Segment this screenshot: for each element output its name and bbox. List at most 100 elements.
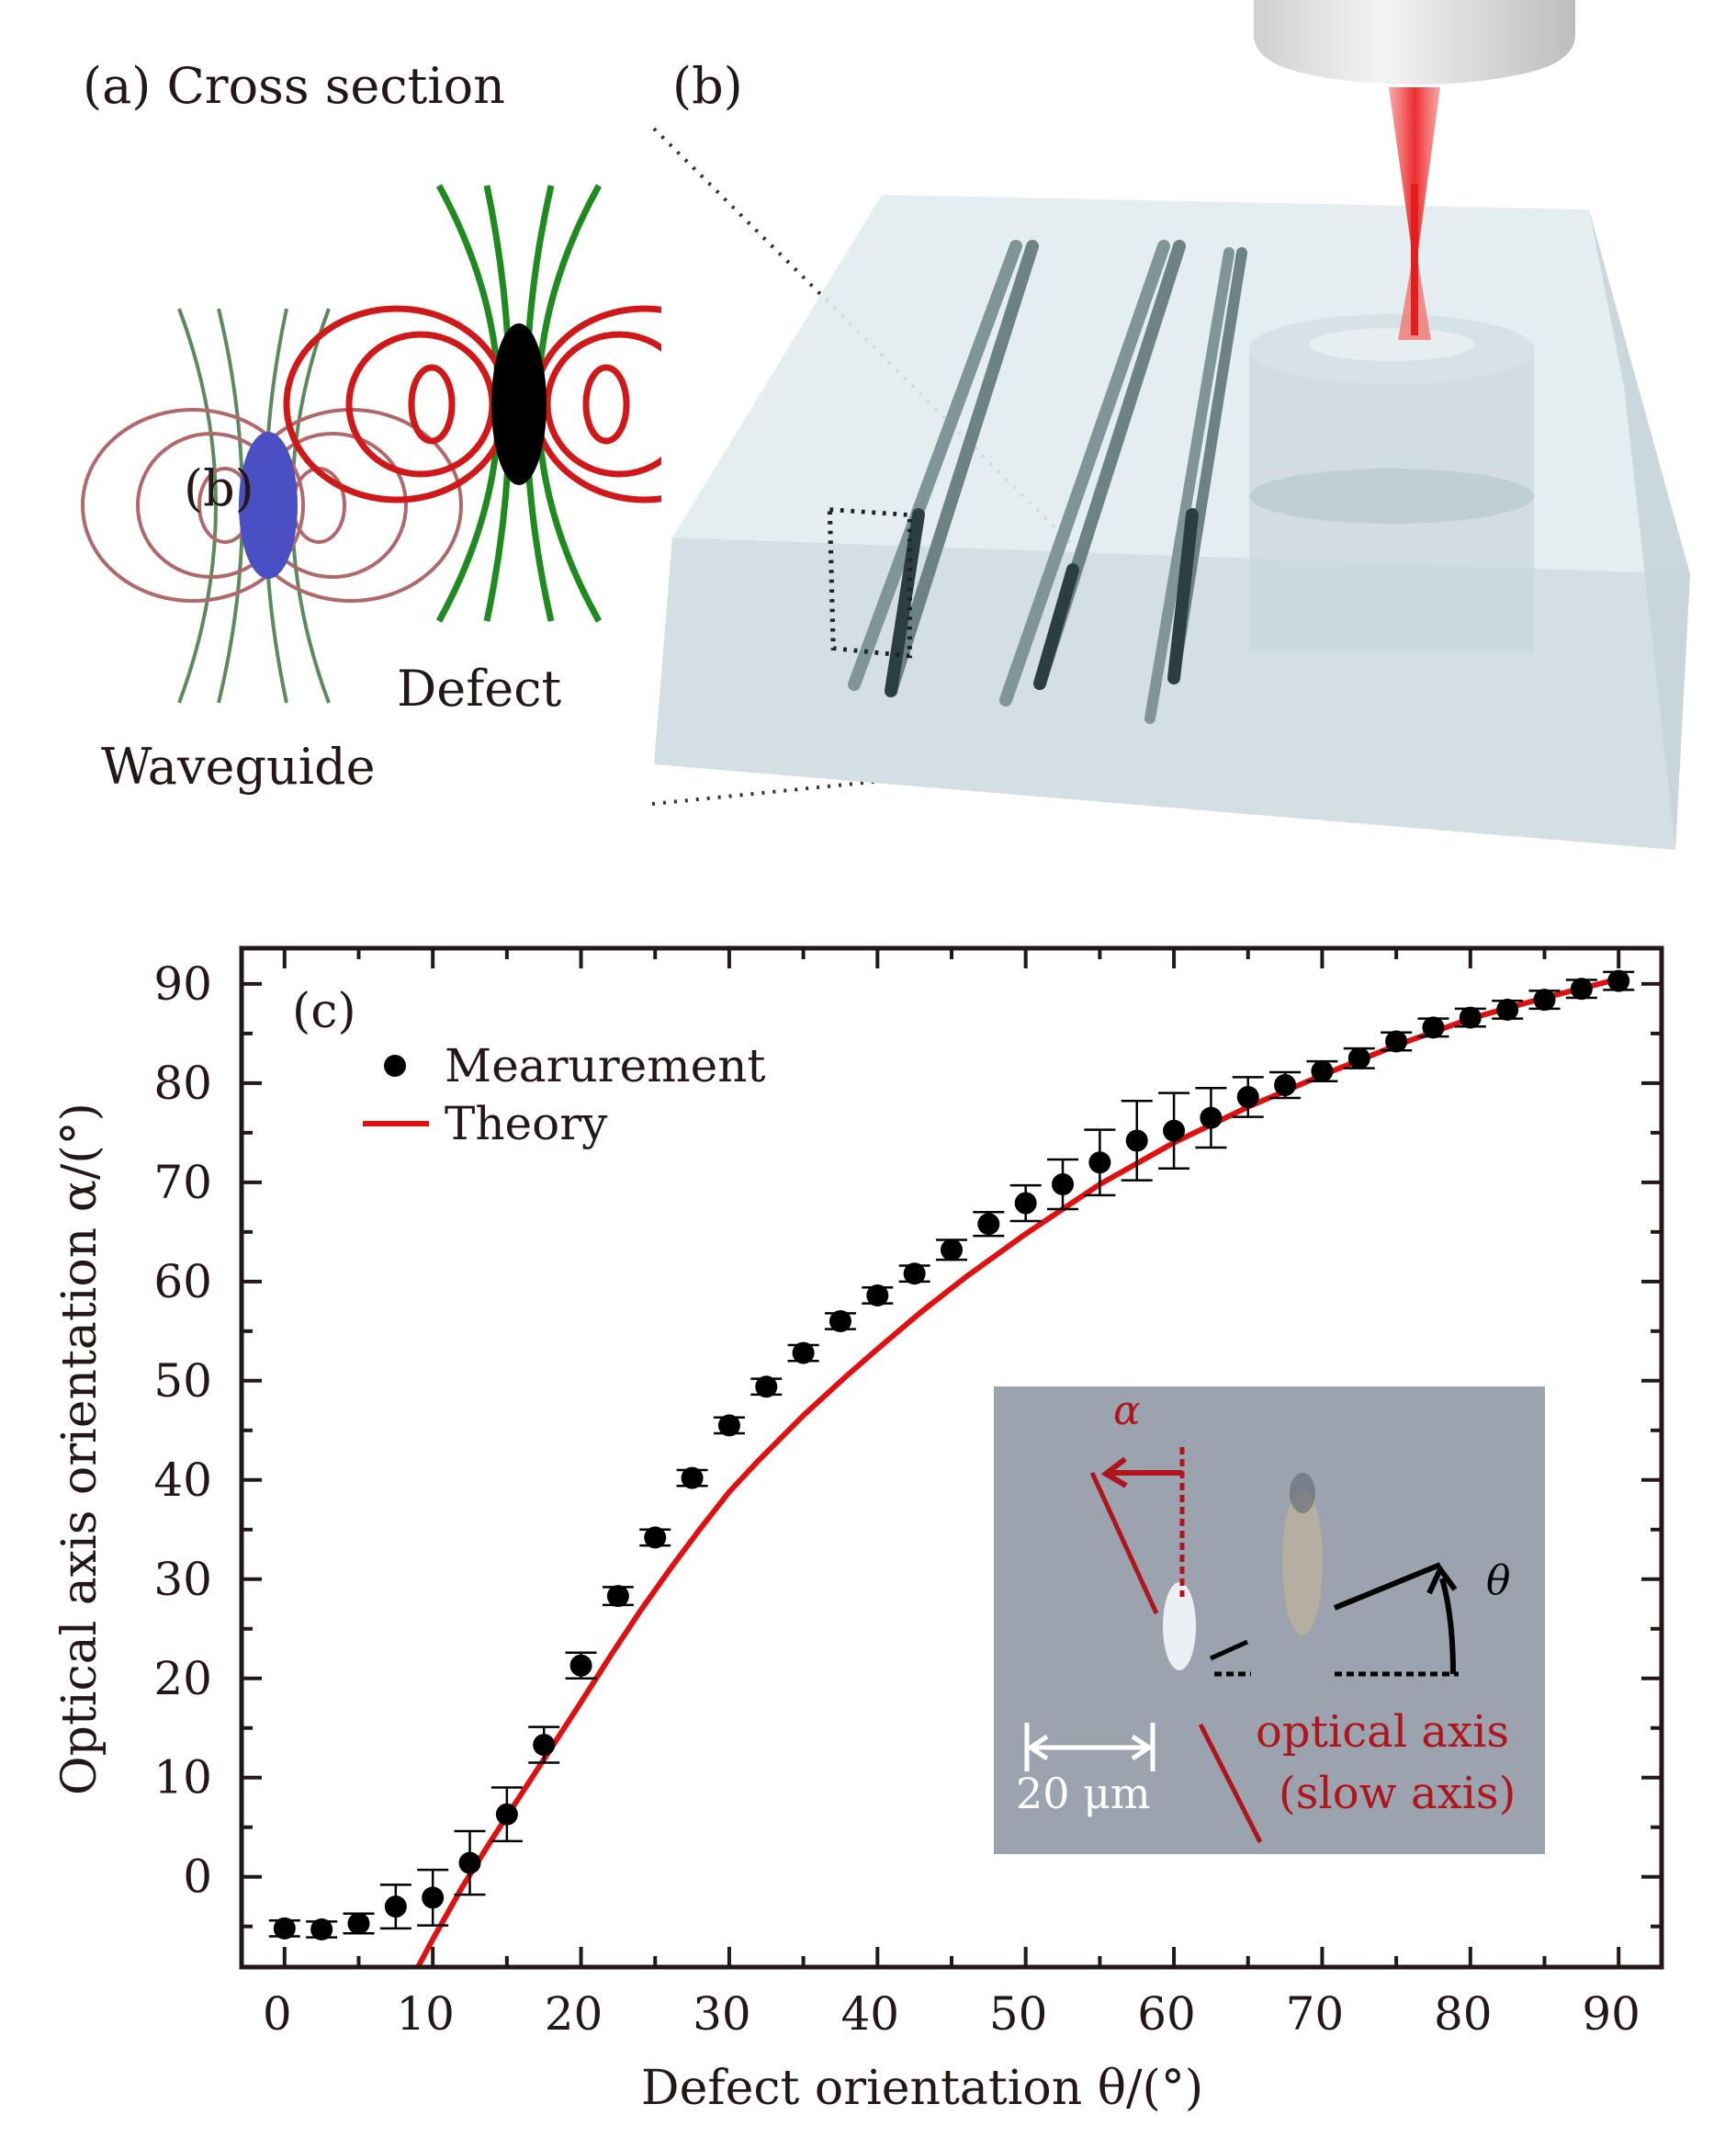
y-tick-label: 0 (183, 1850, 212, 1904)
measurement-point (1459, 1006, 1482, 1029)
x-tick-label: 0 (263, 1987, 292, 2041)
inset-scale-label: 20 μm (1016, 1769, 1151, 1818)
measurement-point (347, 1912, 370, 1935)
optical-axis-line-lower (1198, 1723, 1263, 1844)
measurement-point (1163, 1119, 1186, 1142)
y-tick-label: 80 (153, 1057, 212, 1110)
measurement-point (384, 1895, 407, 1918)
measurement-point (829, 1310, 851, 1333)
measurement-point (681, 1466, 704, 1489)
measurement-point (1200, 1106, 1223, 1129)
measurement-point (533, 1734, 556, 1757)
inset-optical-axis-label: optical axis (1256, 1706, 1509, 1758)
measurement-point (941, 1239, 963, 1261)
y-tick-label: 60 (153, 1255, 212, 1308)
legend: Mearurement Theory (363, 1039, 766, 1150)
objective-lens (1254, 0, 1575, 85)
measurement-point (1533, 989, 1556, 1012)
measurement-point (717, 1414, 740, 1437)
y-tick-label: 20 (153, 1652, 212, 1705)
measurement-point (903, 1262, 926, 1285)
x-tick-label: 70 (1286, 1987, 1345, 2041)
measurement-points-group (268, 969, 1635, 1940)
measurement-point (1088, 1151, 1111, 1174)
fabrication-schematic (651, 0, 1690, 850)
waveguide-track-ends (885, 508, 1199, 697)
optical-axis-line-upper (1089, 1471, 1159, 1615)
panel-c-label: (c) (292, 984, 356, 1039)
measurement-point (977, 1213, 1000, 1236)
x-tick-label: 60 (1137, 1987, 1196, 2041)
defect-spot (1282, 1488, 1323, 1635)
measurement-point (273, 1917, 296, 1940)
measurement-point (792, 1341, 815, 1364)
cross-section-diagram (81, 184, 661, 704)
x-tick-label: 40 (840, 1987, 899, 2041)
measurement-point (310, 1917, 333, 1940)
waveguide-core (239, 432, 298, 579)
measurement-point (495, 1803, 518, 1826)
measurement-point (569, 1654, 592, 1677)
measurement-point (1125, 1129, 1148, 1152)
y-tick-label: 10 (153, 1751, 212, 1804)
measurement-point (1385, 1030, 1408, 1053)
x-tick-label: 50 (989, 1987, 1048, 2041)
alpha-arrow-icon (1100, 1456, 1182, 1488)
inset-alpha-label: α (1113, 1387, 1141, 1434)
x-tick-label: 10 (396, 1987, 455, 2041)
y-tick-label: 70 (153, 1156, 212, 1209)
legend-measurement-label: Mearurement (445, 1039, 766, 1092)
bright-spot (1163, 1582, 1196, 1670)
measurement-point (1274, 1074, 1297, 1097)
x-tick-label: 20 (545, 1987, 603, 2041)
theory-curve-group (415, 976, 1619, 1969)
y-tick-label: 90 (153, 957, 212, 1011)
legend-measurement-marker (384, 1055, 406, 1077)
x-tick-label: 80 (1434, 1987, 1493, 2041)
measurement-point (606, 1585, 629, 1608)
x-axis-label: Defect orientation θ/(°) (641, 2061, 1203, 2116)
defect-direction-line (1333, 1562, 1442, 1611)
measurement-point (1052, 1173, 1075, 1196)
measurement-point (1570, 978, 1593, 1001)
legend-theory-label: Theory (445, 1097, 608, 1150)
measurement-point (1607, 969, 1630, 992)
panel-b-label: (b) (672, 57, 743, 115)
x-tick-label: 90 (1582, 1987, 1640, 2041)
inset-theta-label: θ (1486, 1557, 1511, 1604)
inset-annotations: α θ optical axis (slow axis) 20 μm (1016, 1387, 1516, 1819)
measurement-point (755, 1375, 778, 1398)
scale-bar-arrow-icon (1026, 1734, 1154, 1761)
cylinder-feature (1249, 314, 1534, 652)
defect-label: Defect (397, 660, 562, 718)
measurement-point (1347, 1046, 1370, 1069)
laser-beam-upper (1389, 87, 1440, 257)
measurement-point (1014, 1192, 1037, 1215)
y-tick-label: 40 (153, 1454, 212, 1507)
waveguide-label: Waveguide (101, 738, 376, 796)
defect-core (491, 323, 547, 485)
y-tick-label: 50 (153, 1354, 212, 1408)
inset-background (994, 1386, 1545, 1854)
theory-curve (415, 976, 1619, 1969)
theta-arrow-icon (1426, 1564, 1458, 1675)
measurement-point (1311, 1059, 1334, 1082)
measurement-point (1422, 1016, 1445, 1039)
inset-micrograph (994, 1386, 1545, 1854)
measurement-point (866, 1284, 889, 1307)
panel-a-overlay-label: (b) (184, 459, 254, 517)
measurement-point (1496, 998, 1519, 1021)
selection-box (827, 507, 912, 659)
measurement-point (458, 1851, 481, 1874)
glass-side-face (1589, 209, 1690, 850)
measurement-point (1236, 1085, 1259, 1108)
defect-direction-short (1209, 1639, 1249, 1661)
panel-a-label: (a) Cross section (83, 57, 505, 115)
inset-slow-axis-label: (slow axis) (1279, 1768, 1516, 1819)
plot-frame (239, 945, 1664, 1970)
x-tick-label: 30 (693, 1987, 751, 2041)
y-axis-label: Optical axis orientation α/(°) (52, 1103, 107, 1795)
measurement-point (644, 1526, 667, 1549)
